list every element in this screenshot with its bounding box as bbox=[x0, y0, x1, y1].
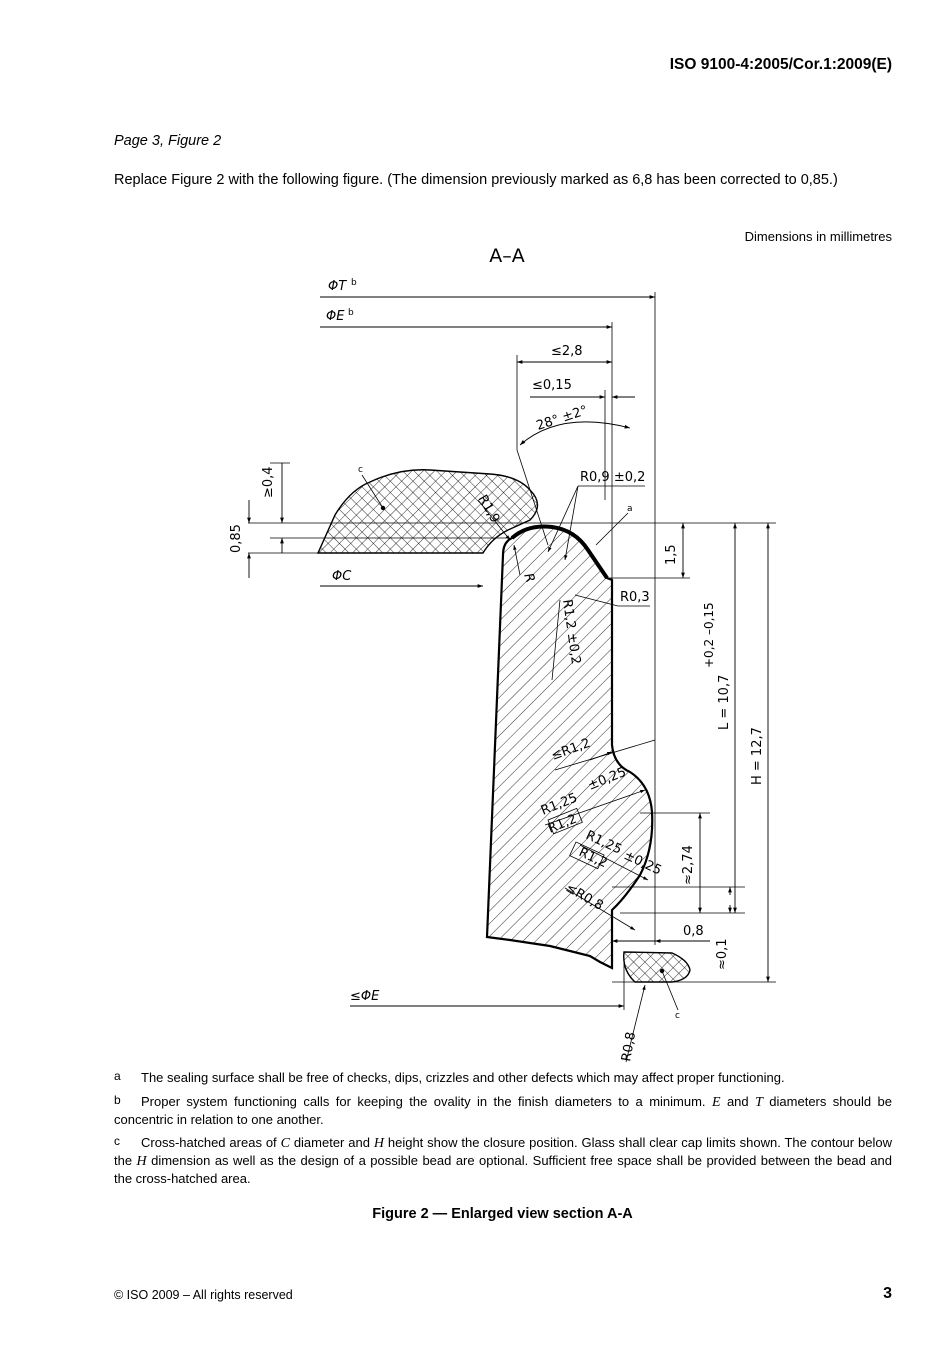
dim-h-value: H = 12,7 bbox=[750, 727, 765, 785]
dim-r0-8: R0,8 bbox=[619, 1031, 639, 1063]
marker-b-e: b bbox=[348, 308, 354, 318]
dim-r0-3: R0,3 bbox=[620, 590, 650, 605]
dim-1-5: 1,5 bbox=[664, 544, 679, 565]
dim-angle-28: 28° ±2° bbox=[535, 403, 590, 434]
footnote-a: a The sealing surface shall be free of ch… bbox=[114, 1068, 892, 1086]
dim-phi-e: ΦE bbox=[326, 309, 345, 324]
dim-r0-9: R0,9 ±0,2 bbox=[580, 470, 645, 485]
dim-approx-2-74: ≈2,74 bbox=[681, 845, 696, 885]
units-note: Dimensions in millimetres bbox=[744, 229, 892, 244]
dim-le-0-15: ≤0,15 bbox=[532, 378, 572, 393]
closure-area-top bbox=[316, 469, 539, 554]
page-number: 3 bbox=[883, 1285, 892, 1302]
figure-caption: Figure 2 — Enlarged view section A-A bbox=[372, 1206, 633, 1222]
section-label: A–A bbox=[489, 245, 525, 267]
corrigendum-instruction: Replace Figure 2 with the following figu… bbox=[114, 172, 838, 188]
closure-area-bottom bbox=[623, 951, 691, 983]
dim-0-8: 0,8 bbox=[683, 924, 704, 939]
marker-c-bottom: c bbox=[675, 1011, 680, 1021]
dim-0-85: 0,85 bbox=[229, 524, 244, 553]
technical-drawing: A–A c c ΦT b ΦE b ≤2,8 ≤0,15 28° ±2° R0,… bbox=[229, 245, 776, 1063]
sealing-surface bbox=[510, 524, 609, 580]
dim-l-value: L = 10,7 bbox=[717, 675, 732, 730]
dim-phi-c: ΦC bbox=[332, 569, 352, 584]
marker-c-top: c bbox=[358, 465, 363, 475]
dim-le-2-8: ≤2,8 bbox=[551, 344, 583, 359]
dim-ge-0-4: ≥0,4 bbox=[261, 466, 276, 498]
footnote-marker: a bbox=[114, 1069, 121, 1083]
corrigendum-location: Page 3, Figure 2 bbox=[114, 133, 222, 149]
marker-b-t: b bbox=[351, 278, 357, 288]
document-header: ISO 9100-4:2005/Cor.1:2009(E) bbox=[669, 56, 892, 73]
marker-a: a bbox=[627, 504, 633, 514]
dim-l-tol: +0,2 –0,15 bbox=[702, 602, 716, 668]
footnote-marker: c bbox=[114, 1134, 120, 1148]
dim-approx-0-1: ≈0,1 bbox=[715, 938, 730, 970]
footnote-marker: b bbox=[114, 1093, 121, 1107]
footnote-text: The sealing surface shall be free of che… bbox=[141, 1070, 785, 1085]
dim-phi-t: ΦT bbox=[328, 279, 347, 294]
dim-le-phi-e: ≤ΦE bbox=[350, 989, 380, 1004]
copyright-notice: © ISO 2009 – All rights reserved bbox=[114, 1288, 293, 1302]
